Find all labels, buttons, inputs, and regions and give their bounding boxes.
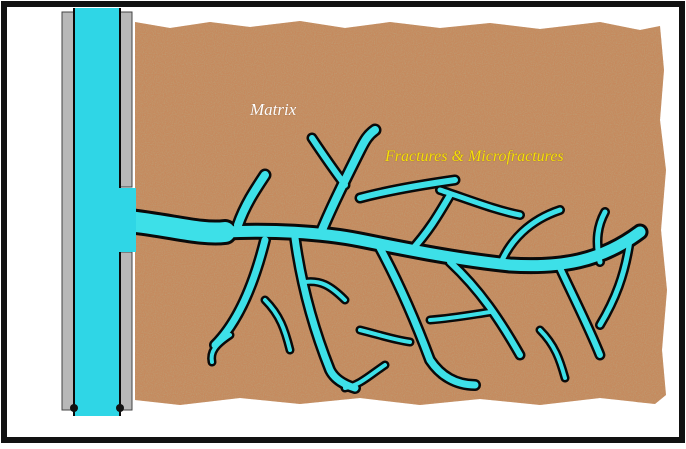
matrix-label: Matrix [250, 100, 296, 120]
fractures-label: Fractures & Microfractures [385, 148, 564, 166]
wellbore-icon [62, 8, 136, 416]
